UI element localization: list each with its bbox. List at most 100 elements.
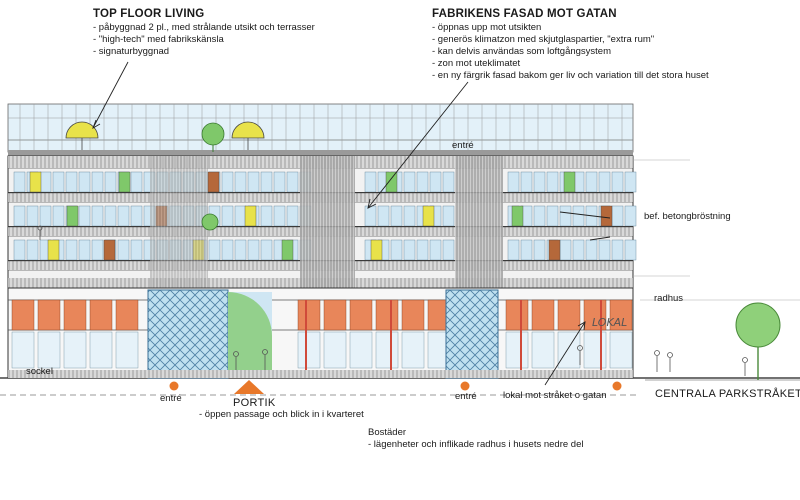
window-pane: [546, 171, 559, 193]
window-pane: [13, 205, 26, 227]
window-pane: [572, 205, 585, 227]
window-pane: [364, 171, 377, 193]
window-pane: [208, 239, 221, 261]
window-pane: [78, 171, 91, 193]
window-pane: [273, 171, 286, 193]
window-pane: [117, 205, 130, 227]
window-pane: [416, 171, 429, 193]
brick-panel: [115, 299, 139, 331]
window-pane: [234, 171, 247, 193]
window-pane: [611, 171, 624, 193]
window-pane: [26, 239, 39, 261]
window-pane: [390, 205, 403, 227]
window-pane: [117, 239, 130, 261]
bostader-title: Bostäder: [368, 427, 407, 438]
label-entre-left: entré: [160, 393, 182, 404]
people-figures: [37, 225, 748, 376]
facade-item: - kan delvis användas som loftgångsystem: [432, 46, 612, 57]
bostader-note: - lägenheter och inflikade radhus i huse…: [368, 439, 584, 450]
red-post: [600, 300, 602, 370]
shop-window: [115, 331, 139, 369]
window-pane: [533, 239, 546, 261]
accent-panel: [600, 205, 613, 227]
brick-panel: [297, 299, 321, 331]
red-post: [305, 300, 307, 370]
accent-panel: [563, 171, 576, 193]
accent-panel: [47, 239, 60, 261]
window-pane: [247, 171, 260, 193]
shop-window: [609, 331, 633, 369]
window-pane: [364, 205, 377, 227]
brick-panel: [609, 299, 633, 331]
red-post: [390, 300, 392, 370]
window-pane: [546, 205, 559, 227]
window-pane: [260, 171, 273, 193]
window-pane: [78, 239, 91, 261]
accent-panel: [103, 239, 116, 261]
brick-panel: [505, 299, 529, 331]
window-pane: [377, 205, 390, 227]
window-pane: [585, 239, 598, 261]
window-pane: [221, 171, 234, 193]
window-pane: [507, 171, 520, 193]
brick-panel: [323, 299, 347, 331]
window-pane: [130, 205, 143, 227]
brick-panel: [531, 299, 555, 331]
window-pane: [598, 239, 611, 261]
top-floor-item: - signaturbyggnad: [93, 46, 170, 57]
brick-panel: [89, 299, 113, 331]
window-pane: [520, 171, 533, 193]
accent-panel: [66, 205, 79, 227]
accent-panel: [207, 171, 220, 193]
window-pane: [611, 239, 624, 261]
facade-item: - öppnas upp mot utsikten: [432, 22, 542, 33]
window-pane: [598, 171, 611, 193]
window-pane: [429, 239, 442, 261]
window-pane: [273, 205, 286, 227]
top-floor-title: TOP FLOOR LIVING: [93, 8, 205, 20]
label-entre-mid: entré: [455, 391, 477, 402]
window-pane: [65, 239, 78, 261]
main-facade: [7, 155, 637, 289]
window-pane: [39, 205, 52, 227]
brick-panel: [349, 299, 373, 331]
accent-panel: [370, 239, 383, 261]
brick-panel: [11, 299, 35, 331]
window-pane: [130, 239, 143, 261]
window-pane: [39, 171, 52, 193]
label-radhus: radhus: [654, 293, 684, 304]
trees: [201, 122, 781, 380]
window-pane: [624, 239, 637, 261]
top-floor-block: TOP FLOOR LIVING - påbyggnad 2 pl., med …: [93, 8, 315, 58]
window-pane: [520, 239, 533, 261]
shop-window: [505, 331, 529, 369]
label-portik-note: - öppen passage och blick in i kvarteret: [199, 409, 364, 420]
window-pane: [260, 205, 273, 227]
brick-panel: [63, 299, 87, 331]
brick-panel: [557, 299, 581, 331]
ground-floor: [7, 287, 634, 379]
window-pane: [403, 171, 416, 193]
label-centrala-parkstraket: CENTRALA PARKSTRÅKET: [655, 388, 800, 400]
brick-panel: [375, 299, 399, 331]
window-pane: [585, 171, 598, 193]
window-pane: [260, 239, 273, 261]
window-pane: [442, 205, 455, 227]
accent-panel: [548, 239, 561, 261]
label-lokal: lokal mot stråket o gatan: [503, 390, 607, 401]
window-pane: [442, 239, 455, 261]
label-entre-top: entré: [452, 140, 474, 151]
window-pane: [52, 171, 65, 193]
shop-window: [349, 331, 373, 369]
facade-title: FABRIKENS FASAD MOT GATAN: [432, 8, 617, 20]
accent-panel: [118, 171, 131, 193]
top-floor-item: - "high-tech" med fabrikskänsla: [93, 34, 224, 45]
brick-panel: [401, 299, 425, 331]
shop-window: [297, 331, 321, 369]
window-pane: [611, 205, 624, 227]
window-pane: [429, 171, 442, 193]
window-pane: [104, 171, 117, 193]
shop-window: [89, 331, 113, 369]
window-pane: [559, 239, 572, 261]
